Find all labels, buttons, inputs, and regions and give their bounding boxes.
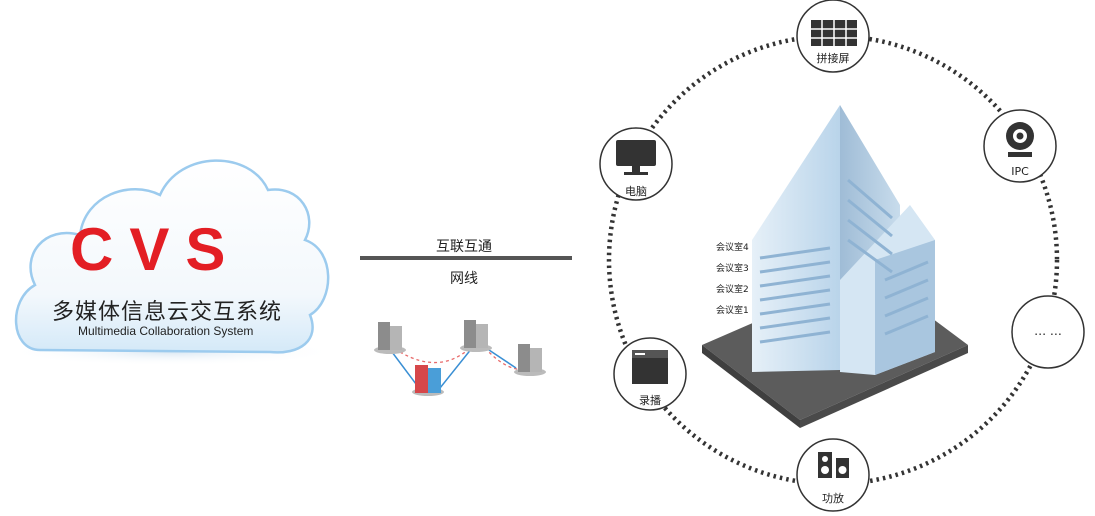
cloud-logo xyxy=(7,159,337,366)
brand-logo-text: CVS xyxy=(70,216,242,283)
device-node-more xyxy=(1011,295,1085,369)
network-illustration xyxy=(374,320,546,396)
room-label: 会议室3 xyxy=(716,264,749,274)
device-label-computer: 电脑 xyxy=(625,185,647,198)
device-node-video-wall xyxy=(796,0,870,73)
device-label-more: … … xyxy=(1034,324,1062,338)
link-label-bottom: 网线 xyxy=(450,271,478,287)
device-label-ipc: IPC xyxy=(1011,165,1029,178)
device-node-ipc xyxy=(983,109,1057,183)
link-label-top: 互联互通 xyxy=(436,239,492,255)
device-label-video-wall: 拼接屏 xyxy=(816,52,850,65)
device-label-recorder: 录播 xyxy=(639,394,661,407)
device-node-computer xyxy=(599,127,673,201)
monitor-icon xyxy=(616,140,656,175)
device-node-amplifier xyxy=(796,438,870,512)
ip-camera-icon xyxy=(1006,122,1034,157)
system-name-en: Multimedia Collaboration System xyxy=(78,324,254,338)
video-wall-icon xyxy=(811,20,857,46)
device-node-recorder xyxy=(613,337,687,411)
office-building xyxy=(702,105,968,428)
room-label: 会议室2 xyxy=(716,285,749,295)
system-name-cn: 多媒体信息云交互系统 xyxy=(52,300,283,325)
room-label: 会议室1 xyxy=(716,306,749,316)
room-label: 会议室4 xyxy=(716,243,749,253)
speaker-icon xyxy=(818,452,849,478)
device-label-amplifier: 功放 xyxy=(822,492,844,505)
recorder-icon xyxy=(632,350,668,384)
